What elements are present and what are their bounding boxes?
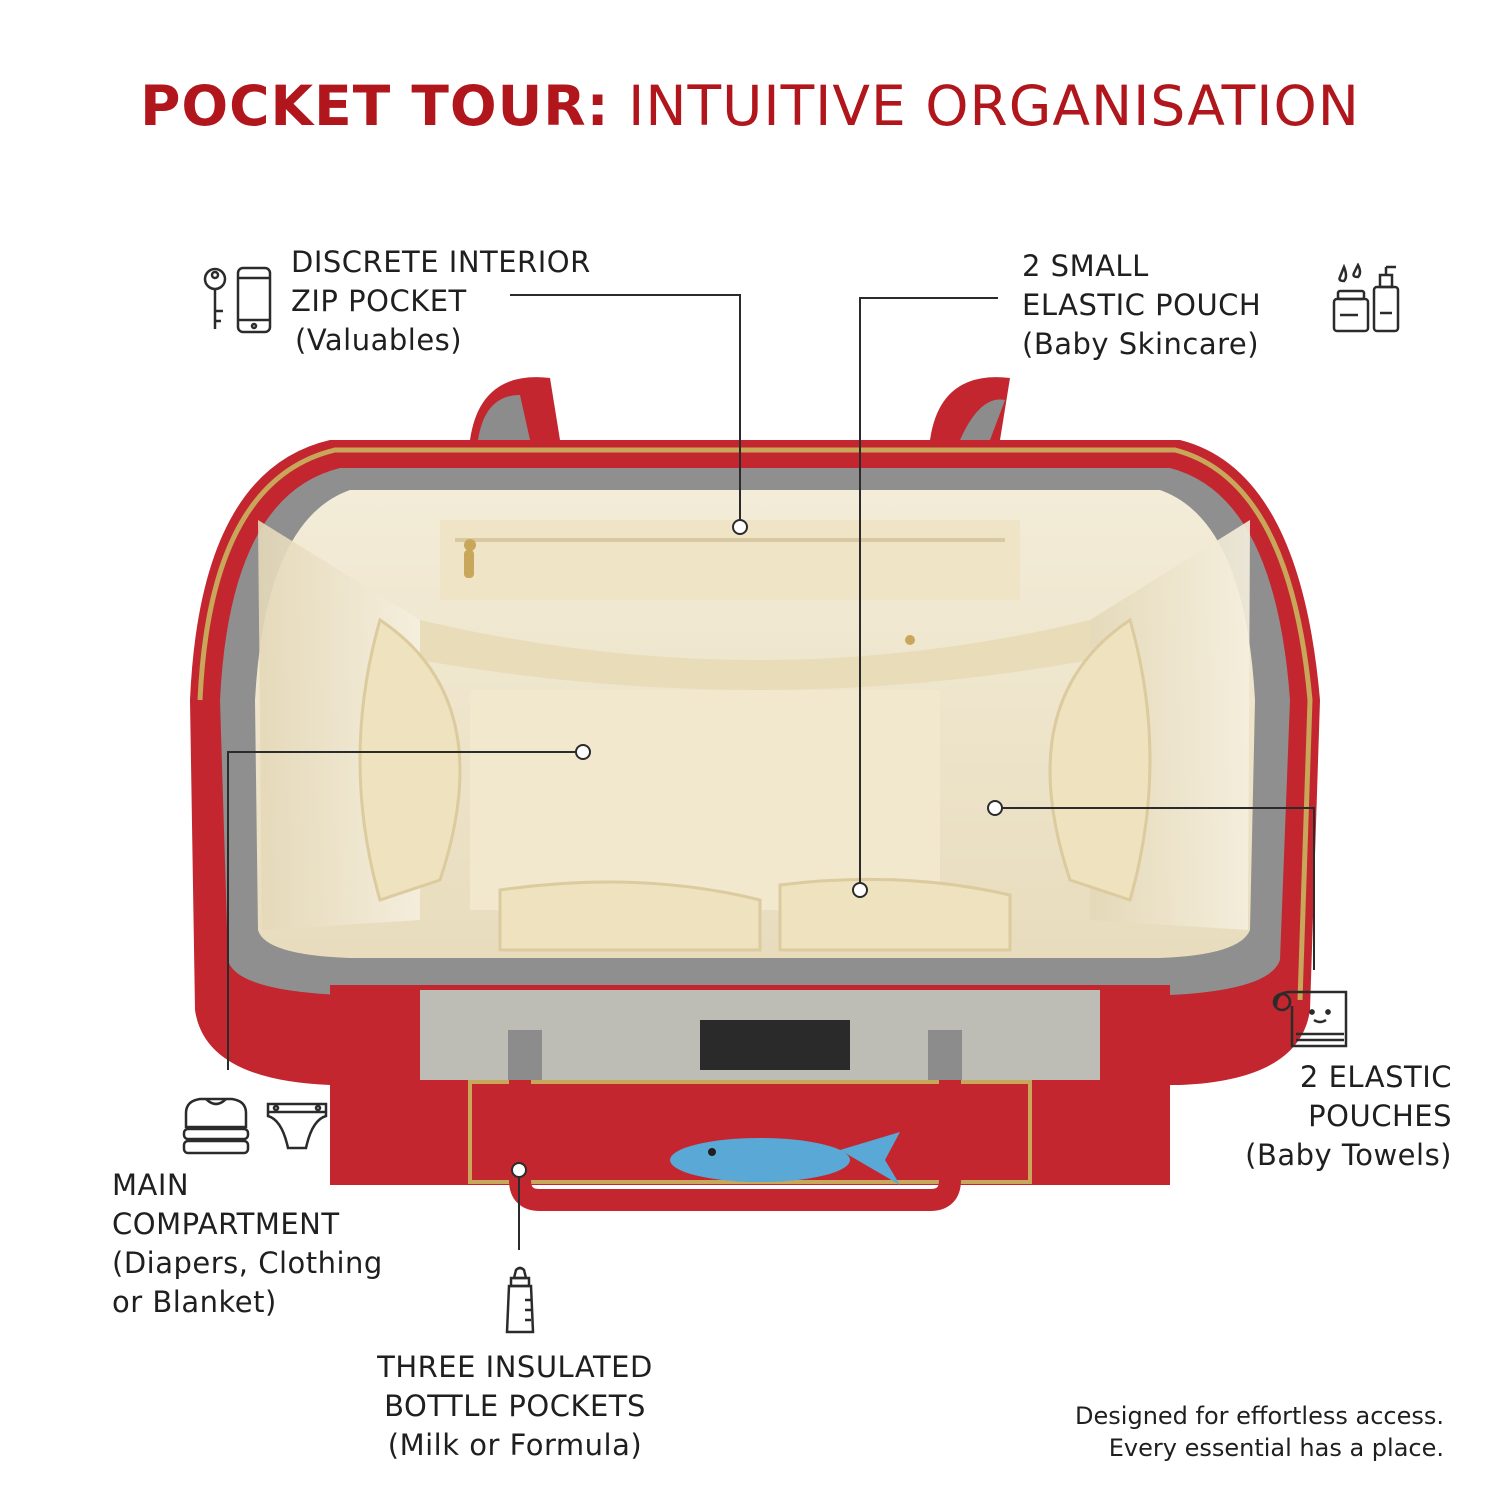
callout-main-compartment-sub2: or Blanket)	[112, 1285, 277, 1319]
callout-main-compartment-line2: COMPARTMENT	[112, 1207, 340, 1241]
footer-note: Designed for effortless access. Every es…	[1075, 1400, 1444, 1464]
callout-interior-zip-line1: DISCRETE INTERIOR	[291, 245, 591, 279]
callout-bottle-pockets-line2: BOTTLE POCKETS	[384, 1389, 646, 1423]
skincare-icon	[1330, 262, 1402, 335]
callout-elastic-pouch: 2 SMALL ELASTIC POUCH (Baby Skincare)	[1022, 247, 1261, 364]
callout-interior-zip: DISCRETE INTERIOR ZIP POCKET (Valuables)	[291, 243, 591, 360]
footer-line1: Designed for effortless access.	[1075, 1402, 1444, 1430]
bottle-icon	[503, 1266, 537, 1336]
key-icon	[198, 265, 232, 335]
callout-interior-zip-line2: ZIP POCKET	[291, 284, 467, 318]
back-handles	[470, 377, 1010, 440]
callout-main-compartment-sub1: (Diapers, Clothing	[112, 1246, 383, 1280]
page-title: POCKET TOUR: INTUITIVE ORGANISATION	[0, 74, 1500, 138]
phone-icon	[236, 266, 272, 334]
callout-bottle-pockets-sub: (Milk or Formula)	[387, 1428, 643, 1462]
callout-interior-zip-sub: (Valuables)	[295, 323, 463, 357]
clothing-icon	[180, 1095, 252, 1157]
callout-bottle-pockets-line1: THREE INSULATED	[377, 1350, 653, 1384]
footer-line2: Every essential has a place.	[1108, 1434, 1444, 1462]
title-bold: POCKET TOUR:	[140, 74, 610, 138]
zip-rim	[197, 447, 1313, 1001]
whale-patch	[670, 1132, 900, 1185]
callout-elastic-pouches-line2: POUCHES	[1308, 1099, 1452, 1133]
callout-main-compartment: MAIN COMPARTMENT (Diapers, Clothing or B…	[112, 1166, 383, 1322]
title-light: INTUITIVE ORGANISATION	[628, 74, 1360, 138]
callout-elastic-pouches-sub: (Baby Towels)	[1245, 1138, 1452, 1172]
towel-icon	[1268, 988, 1352, 1050]
leader-dots	[511, 519, 1003, 1178]
callout-elastic-pouches: 2 ELASTIC POUCHES (Baby Towels)	[1245, 1058, 1452, 1175]
callout-elastic-pouch-line2: ELASTIC POUCH	[1022, 288, 1262, 322]
callout-bottle-pockets: THREE INSULATED BOTTLE POCKETS (Milk or …	[345, 1348, 685, 1465]
callout-elastic-pouches-line1: 2 ELASTIC	[1299, 1060, 1452, 1094]
callout-elastic-pouch-line1: 2 SMALL	[1022, 249, 1149, 283]
front-handle	[509, 1040, 961, 1211]
callout-main-compartment-line1: MAIN	[112, 1168, 190, 1202]
callout-elastic-pouch-sub: (Baby Skincare)	[1022, 327, 1260, 361]
leader-lines	[227, 294, 1315, 1250]
diaper-icon	[264, 1098, 330, 1154]
